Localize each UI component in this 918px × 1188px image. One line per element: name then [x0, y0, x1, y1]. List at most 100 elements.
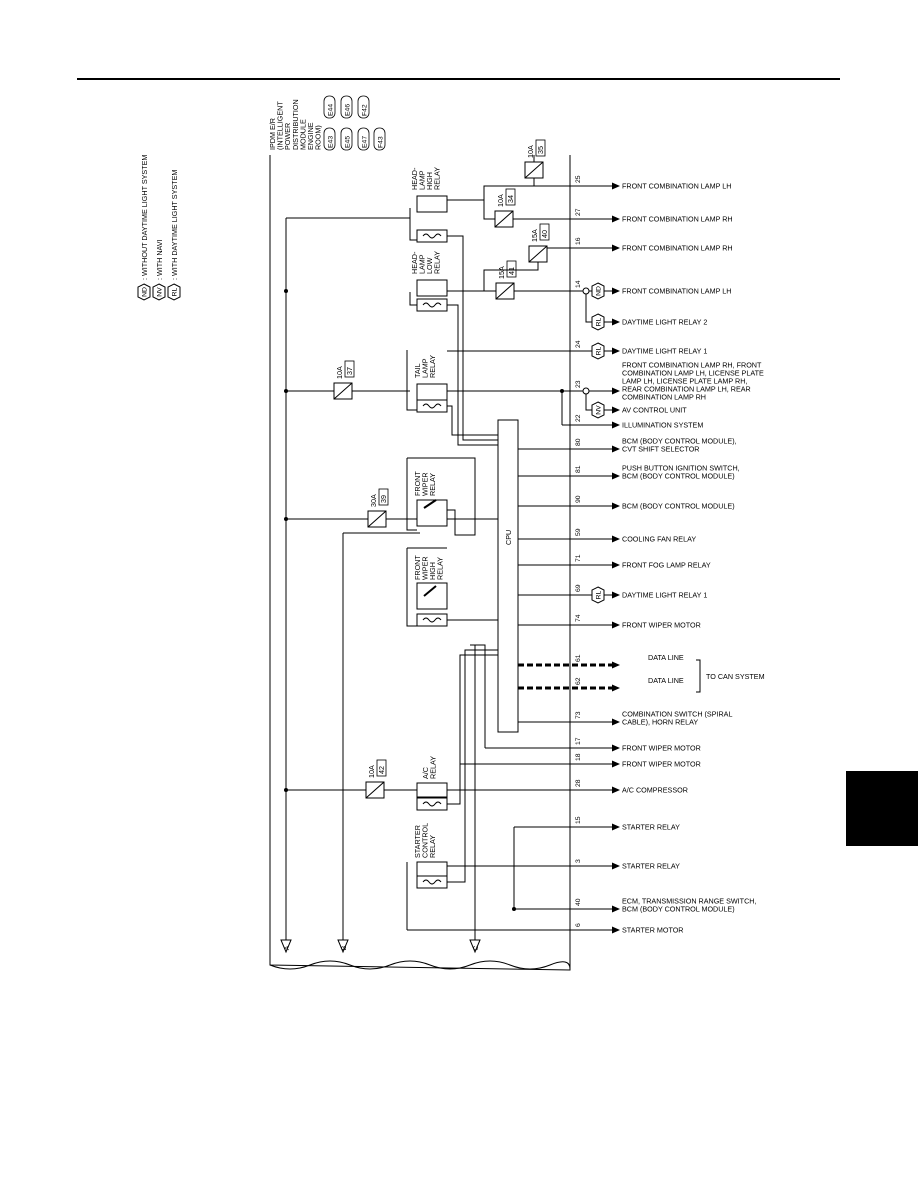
arrow-head	[612, 347, 620, 355]
connector-id: F42	[362, 104, 369, 116]
terminal-label: CVT SHIFT SELECTOR	[622, 445, 699, 454]
module-title-line: MODULE	[298, 119, 307, 150]
option-tag-label: RL	[596, 317, 603, 326]
terminal-pin: 27	[575, 208, 582, 216]
relay-label: RELAY	[428, 835, 437, 858]
terminal-label: DAYTIME LIGHT RELAY 1	[622, 347, 707, 356]
fuse	[333, 382, 353, 400]
arrow-head	[612, 406, 620, 414]
relay-label: HIGH	[425, 172, 434, 190]
arrow-head	[612, 684, 620, 692]
off-page-connector	[469, 939, 481, 954]
option-tag	[591, 342, 605, 360]
terminal-label: FRONT COMBINATION LAMP RH	[622, 244, 733, 253]
relay-coil	[416, 298, 448, 312]
wire	[580, 290, 592, 323]
fuse-amp: 10A	[496, 194, 505, 207]
wire	[407, 457, 476, 536]
terminal-label: FRONT WIPER MOTOR	[622, 760, 701, 769]
arrow-head	[612, 661, 620, 669]
arrow-head	[612, 591, 620, 599]
wire	[447, 235, 498, 441]
terminal-pin: 73	[575, 711, 582, 719]
terminal-pin: 25	[575, 175, 582, 183]
connector-id-box	[340, 127, 353, 151]
junction-dot	[560, 389, 564, 393]
terminal-label: DATA LINE	[648, 653, 684, 662]
option-tag	[137, 283, 151, 301]
fuse	[367, 510, 387, 528]
relay-label: LAMP	[418, 170, 427, 190]
fuse-number-box	[376, 759, 387, 777]
terminal-label: COMBINATION LAMP LH, LICENSE PLATE	[622, 369, 764, 378]
terminal-label: DAYTIME LIGHT RELAY 1	[622, 591, 707, 600]
terminal-label: BCM (BODY CONTROL MODULE)	[622, 472, 735, 481]
arrow-head	[612, 905, 620, 913]
relay-label: WIPER	[421, 472, 430, 496]
terminal-pin: 61	[575, 654, 582, 662]
wire	[447, 405, 498, 436]
connector-id: F43	[378, 136, 385, 148]
terminal-label: COOLING FAN RELAY	[622, 535, 696, 544]
terminal-pin: 28	[575, 779, 582, 787]
option-tag-label: RL	[596, 346, 603, 355]
terminal-pin: 14	[575, 280, 582, 288]
arrow-head	[612, 421, 620, 429]
coil-symbol	[422, 617, 442, 623]
legend-text: : WITH DAYTIME LIGHT SYSTEM	[170, 170, 179, 280]
terminal-pin: 16	[575, 237, 582, 245]
relay-label: FRONT	[413, 471, 422, 496]
terminal-label: FRONT COMBINATION LAMP LH	[622, 287, 731, 296]
wire	[533, 178, 570, 187]
arrow-head	[612, 760, 620, 768]
fuse	[524, 161, 544, 179]
connector-id: E45	[345, 136, 352, 148]
wire	[447, 649, 498, 883]
relay-switch	[416, 383, 448, 401]
coil-symbol	[422, 403, 442, 409]
fuse-number-box	[539, 223, 550, 241]
off-page-connector	[337, 939, 349, 954]
arrow-head	[612, 823, 620, 831]
wire	[406, 548, 417, 627]
relay-switch	[416, 499, 448, 527]
fuse	[494, 210, 514, 228]
module-title-line: ENGINE	[306, 122, 315, 150]
terminal-label: BCM (BODY CONTROL MODULE)	[622, 502, 735, 511]
terminal-pin: 24	[575, 340, 582, 348]
arrow-head	[612, 387, 620, 395]
connector-id: E47	[362, 136, 369, 148]
module-title-line: POWER	[283, 123, 292, 150]
fuse-number: 40	[540, 230, 549, 238]
wire	[483, 185, 534, 200]
terminal-label: LAMP LH, LICENSE PLATE LAMP RH,	[622, 377, 747, 386]
connector-id-box	[340, 95, 353, 119]
arrow-head	[612, 718, 620, 726]
wire	[406, 350, 417, 411]
terminal-label: AV CONTROL UNIT	[622, 406, 687, 415]
fuse-number: 35	[536, 146, 545, 154]
arrow-head	[612, 561, 620, 569]
arrow-head	[612, 182, 620, 190]
option-tag-label: ND	[596, 286, 603, 296]
terminal-label: A/C COMPRESSOR	[622, 786, 688, 795]
cpu-label: CPU	[504, 530, 513, 545]
wire	[409, 292, 417, 306]
relay-label: LOW	[425, 257, 434, 274]
fuse	[365, 781, 385, 799]
relay-label: RELAY	[428, 473, 437, 496]
terminal-pin: 69	[575, 584, 582, 592]
legend-text: : WITH NAVI	[155, 239, 164, 280]
terminal-label: FRONT FOG LAMP RELAY	[622, 561, 711, 570]
relay-label: LAMP	[418, 254, 427, 274]
arrow-head	[612, 215, 620, 223]
junction-dot	[512, 907, 516, 911]
off-page-letter: A	[284, 945, 291, 950]
connector-id-box	[323, 95, 336, 119]
terminal-label: DAYTIME LIGHT RELAY 2	[622, 318, 707, 327]
relay-label: TAIL	[413, 363, 422, 378]
wire	[447, 304, 498, 446]
terminal-label: FRONT WIPER MOTOR	[622, 621, 701, 630]
relay-coil	[416, 613, 448, 627]
wire	[406, 458, 417, 531]
